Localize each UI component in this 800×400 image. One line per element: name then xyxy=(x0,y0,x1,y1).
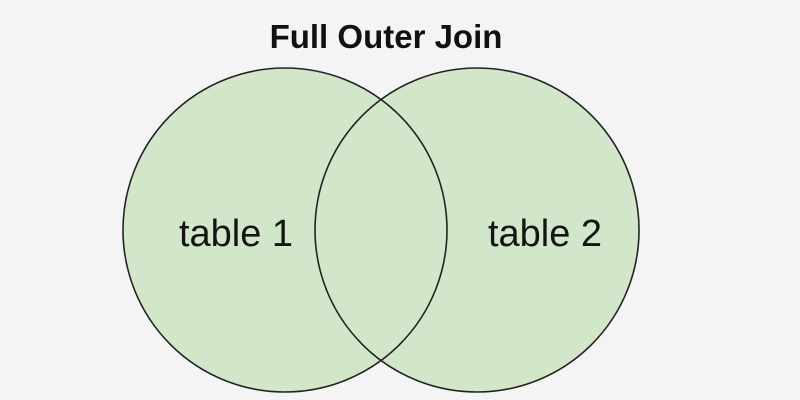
right-circle-label: table 2 xyxy=(488,213,602,255)
venn-circle-outlines xyxy=(122,67,640,393)
right-set-fill xyxy=(315,68,639,392)
diagram-title: Full Outer Join xyxy=(270,18,503,55)
right-circle-outline xyxy=(314,67,640,393)
left-circle-label: table 1 xyxy=(179,213,293,255)
left-circle-outline xyxy=(122,67,448,393)
venn-shaded-fills xyxy=(123,68,639,392)
